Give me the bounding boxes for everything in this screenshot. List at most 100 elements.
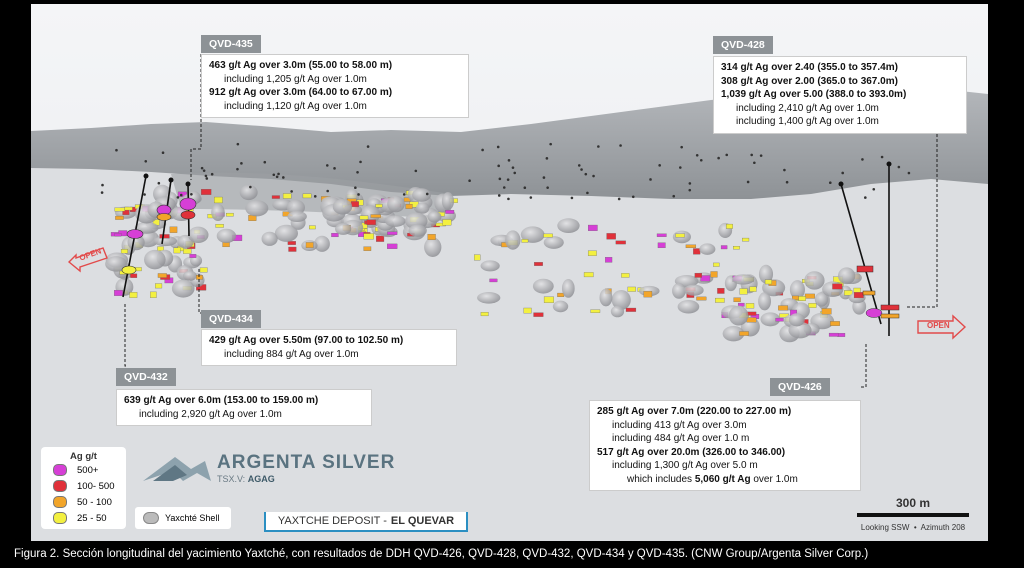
grade-sample bbox=[853, 292, 864, 299]
collar-point bbox=[619, 144, 622, 147]
grade-sample bbox=[606, 233, 616, 240]
deposit-name: EL QUEVAR bbox=[390, 515, 455, 527]
qvd428-tag: QVD-428 bbox=[713, 36, 773, 54]
shell-blob bbox=[599, 288, 613, 307]
grade-sample bbox=[587, 250, 597, 256]
legend-label: 25 - 50 bbox=[77, 512, 107, 524]
qvd435-results-box: 463 g/t Ag over 3.0m (55.00 to 58.00 m)i… bbox=[201, 54, 469, 118]
grade-sample bbox=[183, 248, 192, 254]
deposit-prefix: YAXTCHE DEPOSIT - bbox=[277, 515, 387, 527]
shell-blob bbox=[804, 271, 825, 290]
grade-sample bbox=[543, 233, 553, 238]
grade-sample bbox=[656, 233, 667, 237]
collar-point bbox=[678, 166, 682, 169]
grade-sample bbox=[745, 303, 755, 309]
grade-sample bbox=[214, 196, 223, 204]
collar-point bbox=[272, 173, 276, 177]
grade-sample bbox=[523, 307, 532, 314]
grade-sample bbox=[830, 321, 840, 326]
grade-sample bbox=[157, 246, 164, 251]
grade-sample bbox=[169, 226, 178, 233]
collar-point bbox=[236, 142, 240, 146]
collar-point bbox=[750, 153, 753, 157]
result-line: 639 g/t Ag over 6.0m (153.00 to 159.00 m… bbox=[124, 395, 319, 406]
result-line: 285 g/t Ag over 7.0m (220.00 to 227.00 m… bbox=[597, 406, 792, 417]
grade-sample bbox=[590, 309, 601, 313]
collar-point bbox=[699, 158, 703, 162]
collar-point bbox=[144, 160, 148, 163]
grade-sample bbox=[189, 254, 197, 258]
collar-point bbox=[513, 171, 517, 175]
grade-sample bbox=[533, 312, 544, 317]
shell-blob bbox=[314, 235, 330, 252]
grade-sample bbox=[130, 273, 138, 278]
collar-point bbox=[828, 181, 832, 185]
result-line: 429 g/t Ag over 5.50m (97.00 to 102.50 m… bbox=[209, 335, 404, 346]
result-line: including 884 g/t Ag over 1.0m bbox=[224, 348, 359, 360]
grade-sample bbox=[588, 224, 598, 231]
azimuth-label: Azimuth 208 bbox=[920, 523, 966, 532]
grade-sample bbox=[605, 257, 613, 263]
collar-point bbox=[290, 190, 293, 193]
collar-point bbox=[570, 196, 574, 200]
qvd432-results-box: 639 g/t Ag over 6.0m (153.00 to 159.00 m… bbox=[116, 389, 372, 426]
grade-sample bbox=[366, 219, 376, 226]
grade-sample bbox=[474, 254, 481, 261]
collar-point bbox=[496, 145, 500, 149]
result-line: 308 g/t Ag over 2.00 (365.0 to 367.0m) bbox=[721, 75, 898, 87]
shell-blob bbox=[216, 228, 237, 244]
shell-blob bbox=[610, 305, 625, 318]
collar-point bbox=[176, 196, 180, 199]
collar-point bbox=[497, 194, 501, 197]
grade-sample bbox=[387, 231, 398, 235]
collar-point bbox=[725, 153, 729, 157]
grade-sample bbox=[305, 242, 314, 248]
collar-point bbox=[502, 186, 506, 189]
shell-blob bbox=[789, 280, 805, 300]
grade-sample bbox=[226, 212, 234, 217]
result-line: 463 g/t Ag over 3.0m (55.00 to 58.00 m) bbox=[209, 60, 393, 71]
shell-blob bbox=[105, 256, 128, 272]
grade-sample bbox=[480, 312, 489, 317]
grade-sample bbox=[199, 267, 208, 273]
collar-point bbox=[425, 192, 429, 196]
collar-point bbox=[414, 169, 418, 173]
collar-point bbox=[249, 185, 252, 189]
grade-sample bbox=[115, 215, 124, 220]
grade-sample bbox=[804, 293, 815, 299]
result-line: including 413 g/t Ag over 3.0m bbox=[612, 419, 747, 431]
shell-blob bbox=[477, 292, 501, 304]
shell-blob bbox=[552, 300, 569, 313]
collar-point bbox=[143, 193, 146, 196]
legend-title: Ag g/t bbox=[70, 451, 97, 462]
shell-blob bbox=[611, 289, 631, 310]
shell-blob bbox=[672, 282, 686, 299]
shell-blob bbox=[274, 224, 299, 242]
collar-point bbox=[584, 172, 588, 176]
grade-sample bbox=[350, 201, 359, 208]
grade-sample bbox=[675, 233, 685, 238]
collar-point bbox=[746, 180, 750, 184]
grade-sample bbox=[521, 239, 529, 243]
grade-sample bbox=[489, 278, 498, 283]
collar-point bbox=[861, 158, 864, 161]
grade-sample bbox=[844, 290, 853, 296]
grade-sample bbox=[120, 249, 128, 254]
legend-label: 500+ bbox=[77, 464, 99, 476]
collar-point bbox=[200, 166, 204, 170]
grade-sample bbox=[442, 219, 452, 226]
shell-blob bbox=[427, 211, 442, 223]
grade-sample bbox=[657, 242, 666, 249]
collar-point bbox=[204, 174, 208, 178]
brand-ticker: TSX.V: AGAG bbox=[217, 474, 275, 484]
grade-sample bbox=[739, 331, 749, 336]
shell-blob bbox=[732, 274, 755, 285]
shell-swatch-icon bbox=[143, 512, 159, 524]
grade-sample bbox=[155, 283, 163, 289]
grade-sample bbox=[726, 223, 733, 229]
collar-point bbox=[545, 157, 549, 160]
scale-bar-line bbox=[857, 513, 969, 517]
legend-swatch-icon bbox=[53, 464, 67, 476]
grade-sample bbox=[733, 297, 741, 303]
